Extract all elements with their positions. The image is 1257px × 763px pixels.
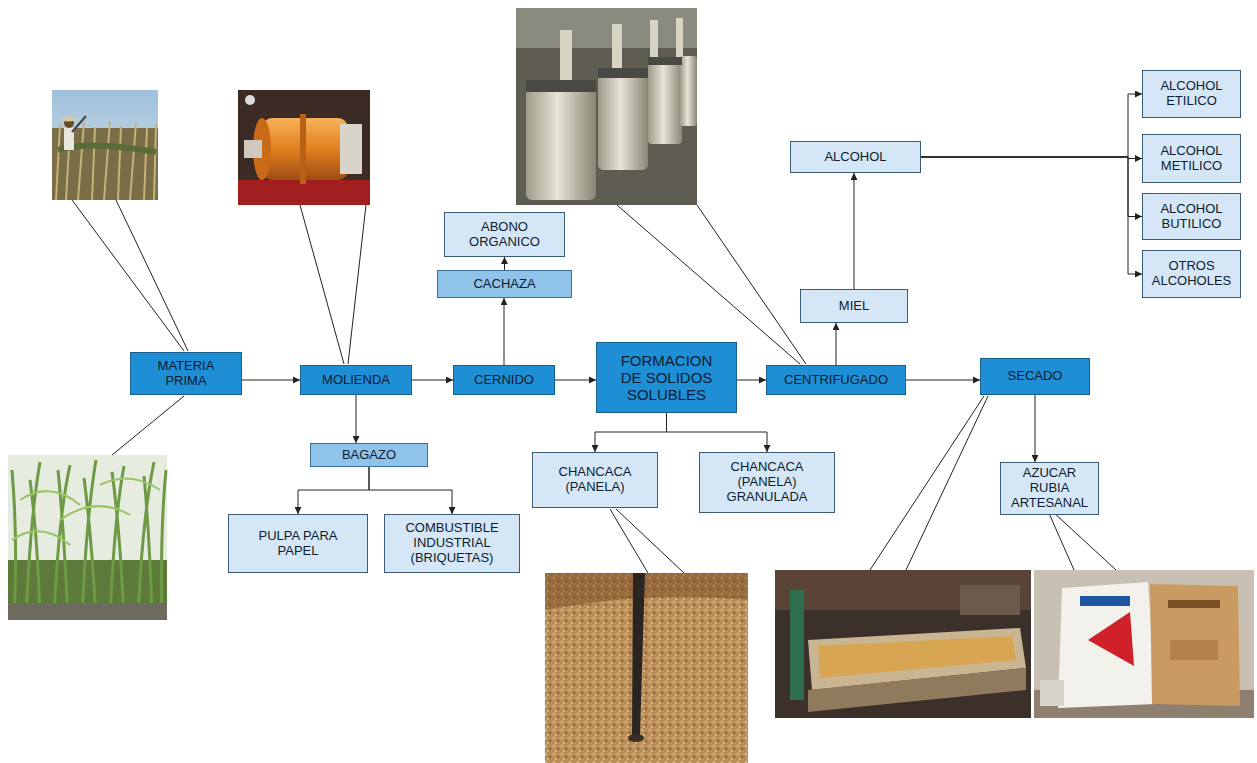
flow-arrow [921, 94, 1142, 157]
product-box: CACHAZA [437, 270, 572, 298]
cane-cutter-photo [52, 90, 158, 200]
box-label: ALCOHOL ETILICO [1149, 79, 1234, 109]
product-box: CHANCACA (PANELA) [532, 452, 658, 508]
flow-arrow [1035, 395, 1036, 462]
box-label: ALCOHOL METILICO [1149, 144, 1234, 174]
box-label: OTROS ALCOHOLES [1149, 259, 1234, 289]
product-box: ALCOHOL BUTILICO [1142, 193, 1241, 240]
flow-arrow [667, 413, 768, 452]
flow-arrow [504, 298, 505, 365]
product-box: CHANCACA (PANELA) GRANULADA [699, 452, 835, 513]
product-box: PULPA PARA PAPEL [228, 514, 368, 573]
product-box: MIEL [800, 289, 908, 323]
process-box: CENTRIFUGADO [766, 365, 906, 395]
centrifuges-photo [516, 8, 697, 205]
box-label: CACHAZA [473, 277, 535, 292]
box-label: PULPA PARA PAPEL [253, 529, 343, 559]
flow-arrow [369, 467, 452, 514]
box-label: FORMACION DE SOLIDOS SOLUBLES [617, 352, 716, 404]
flow-arrow [737, 380, 766, 381]
flow-arrow [836, 323, 837, 365]
product-box: COMBUSTIBLE INDUSTRIAL (BRIQUETAS) [384, 514, 520, 573]
box-label: BAGAZO [342, 448, 396, 463]
process-box: MATERIA PRIMA [130, 352, 242, 395]
product-box: ALCOHOL ETILICO [1142, 70, 1241, 118]
box-label: CERNIDO [474, 373, 534, 388]
product-box: ABONO ORGANICO [444, 212, 565, 257]
dryer-photo [775, 570, 1031, 718]
box-label: AZUCAR RUBIA ARTESANAL [1011, 466, 1088, 511]
box-label: ALCOHOL [824, 150, 886, 165]
product-box: AZUCAR RUBIA ARTESANAL [1000, 462, 1099, 515]
box-label: SECADO [1008, 369, 1063, 384]
process-box: FORMACION DE SOLIDOS SOLUBLES [596, 342, 737, 413]
flow-arrow [921, 157, 1142, 274]
process-box: SECADO [980, 358, 1090, 395]
box-label: MOLIENDA [322, 373, 390, 388]
flow-arrow [356, 395, 357, 443]
flow-arrow [921, 157, 1142, 217]
box-label: ALCOHOL BUTILICO [1149, 202, 1234, 232]
leader-lines [72, 200, 1116, 573]
box-label: COMBUSTIBLE INDUSTRIAL (BRIQUETAS) [393, 521, 511, 566]
flow-arrow [854, 173, 855, 289]
product-box: ALCOHOL METILICO [1142, 134, 1241, 183]
product-box: BAGAZO [310, 443, 428, 467]
box-label: ABONO ORGANICO [455, 220, 554, 250]
sugar-bags-photo [1034, 570, 1254, 718]
box-label: CHANCACA (PANELA) [547, 465, 643, 495]
flow-arrow [555, 380, 596, 381]
process-box: CERNIDO [453, 365, 555, 395]
flow-arrow [504, 257, 505, 270]
box-label: CHANCACA (PANELA) GRANULADA [714, 460, 820, 505]
flow-arrow [906, 380, 980, 381]
flow-arrow [595, 413, 667, 452]
cane-field-photo [8, 455, 167, 620]
product-box: ALCOHOL [790, 141, 921, 173]
flow-arrow [298, 467, 369, 514]
flow-arrow [412, 380, 453, 381]
process-box: MOLIENDA [300, 365, 412, 395]
product-box: OTROS ALCOHOLES [1142, 250, 1241, 298]
panela-photo [545, 573, 748, 763]
box-label: MATERIA PRIMA [149, 359, 223, 389]
box-label: CENTRIFUGADO [784, 373, 888, 388]
box-label: MIEL [839, 299, 869, 314]
flow-arrow [242, 380, 300, 381]
mill-photo [238, 90, 370, 205]
